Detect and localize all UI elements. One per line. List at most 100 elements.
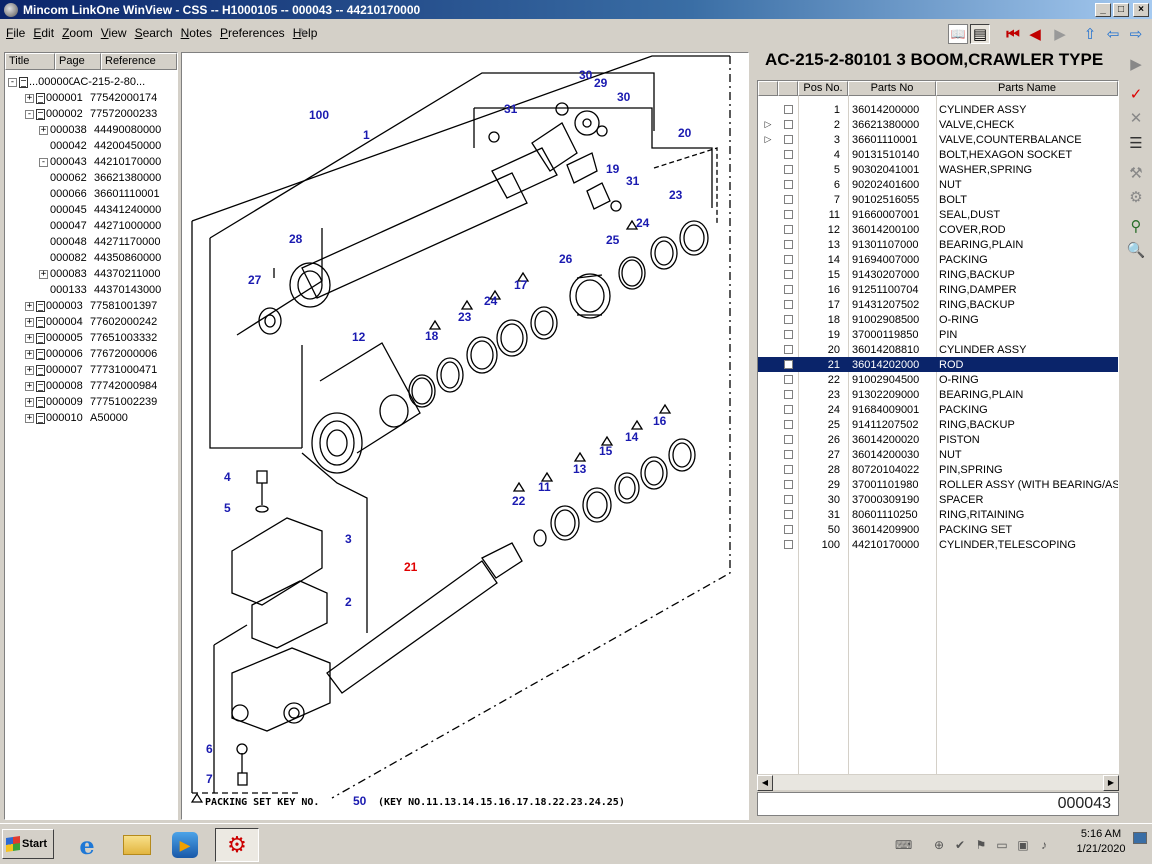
expand-icon[interactable]: + [25, 412, 34, 423]
zoom-icon[interactable]: 🔍 [1126, 242, 1146, 259]
row-checkbox[interactable] [778, 285, 798, 294]
parts-horizontal-scrollbar[interactable]: ◀ ▶ [757, 774, 1119, 791]
media-player-icon[interactable]: ▶ [168, 828, 202, 862]
callout-100[interactable]: 100 [309, 108, 329, 122]
menu-search[interactable]: Search [134, 26, 173, 40]
expand-icon[interactable]: + [25, 332, 34, 343]
volume-icon[interactable]: ♪ [1041, 837, 1047, 852]
show-desktop-icon[interactable] [1133, 832, 1147, 844]
callout-2[interactable]: 2 [345, 595, 352, 609]
callout-31[interactable]: 31 [504, 102, 518, 116]
internet-explorer-icon[interactable]: e [79, 830, 95, 860]
expand-arrow-icon[interactable]: ▷ [764, 119, 772, 129]
footnote-key[interactable]: 50 [353, 794, 367, 808]
row-checkbox[interactable] [778, 225, 798, 234]
close-button[interactable]: × [1133, 2, 1149, 17]
row-checkbox[interactable] [778, 390, 798, 399]
binoculars-icon[interactable]: ⚲ [1130, 218, 1142, 235]
row-checkbox[interactable] [778, 300, 798, 309]
row-checkbox[interactable] [778, 405, 798, 414]
book-icon[interactable]: 📖 [948, 24, 968, 44]
collapse-icon[interactable]: - [25, 108, 34, 119]
network-icon[interactable]: ⊕ [933, 837, 945, 852]
row-checkbox[interactable] [778, 435, 798, 444]
callout-27[interactable]: 27 [248, 273, 262, 287]
callout-16[interactable]: 16 [653, 414, 667, 428]
callout-6[interactable]: 6 [206, 742, 213, 756]
settings-icon[interactable]: ⚙ [1129, 189, 1143, 206]
callout-31[interactable]: 31 [626, 174, 640, 188]
callout-26[interactable]: 26 [559, 252, 573, 266]
row-checkbox[interactable] [778, 120, 798, 129]
checkmark-icon[interactable]: ✓ [1129, 86, 1143, 103]
header-parts-name[interactable]: Parts Name [936, 81, 1118, 96]
up-arrow-icon[interactable]: ⇧ [1083, 26, 1097, 43]
callout-29[interactable]: 29 [594, 76, 608, 90]
start-button[interactable]: Start [2, 829, 54, 859]
row-checkbox[interactable] [778, 480, 798, 489]
callout-5[interactable]: 5 [224, 501, 231, 515]
callout-22[interactable]: 22 [512, 494, 526, 508]
callout-17[interactable]: 17 [514, 278, 528, 292]
row-checkbox[interactable] [778, 450, 798, 459]
menu-help[interactable]: Help [292, 26, 318, 40]
expand-icon[interactable]: + [25, 300, 34, 311]
row-checkbox[interactable] [778, 360, 798, 369]
callout-3[interactable]: 3 [345, 532, 352, 546]
callout-7[interactable]: 7 [206, 772, 213, 786]
display-icon[interactable]: ▭ [996, 837, 1008, 852]
maximize-button[interactable]: □ [1113, 2, 1129, 17]
row-checkbox[interactable] [778, 330, 798, 339]
row-checkbox[interactable] [778, 420, 798, 429]
callout-28[interactable]: 28 [289, 232, 303, 246]
callout-1[interactable]: 1 [363, 128, 370, 142]
linkone-app-icon[interactable]: ⚙ [215, 828, 259, 862]
expand-icon[interactable]: + [25, 92, 34, 103]
row-checkbox[interactable] [778, 495, 798, 504]
callout-24[interactable]: 24 [636, 216, 650, 230]
callout-23[interactable]: 23 [458, 310, 472, 324]
next-page-icon[interactable]: ▶ [1054, 26, 1066, 43]
callout-4[interactable]: 4 [224, 470, 231, 484]
row-checkbox[interactable] [778, 210, 798, 219]
row-checkbox[interactable] [778, 540, 798, 549]
callout-14[interactable]: 14 [625, 430, 639, 444]
collapse-icon[interactable]: - [39, 156, 48, 167]
clock[interactable]: 5:16 AM 1/21/2020 [1070, 827, 1132, 857]
callout-11[interactable]: 11 [538, 480, 551, 494]
expand-icon[interactable]: + [39, 268, 48, 279]
tree-header-title[interactable]: Title [5, 53, 55, 70]
callout-24[interactable]: 24 [484, 294, 498, 308]
row-checkbox[interactable] [778, 240, 798, 249]
expand-icon[interactable]: + [25, 364, 34, 375]
menu-file[interactable]: File [6, 26, 26, 40]
row-checkbox[interactable] [778, 255, 798, 264]
